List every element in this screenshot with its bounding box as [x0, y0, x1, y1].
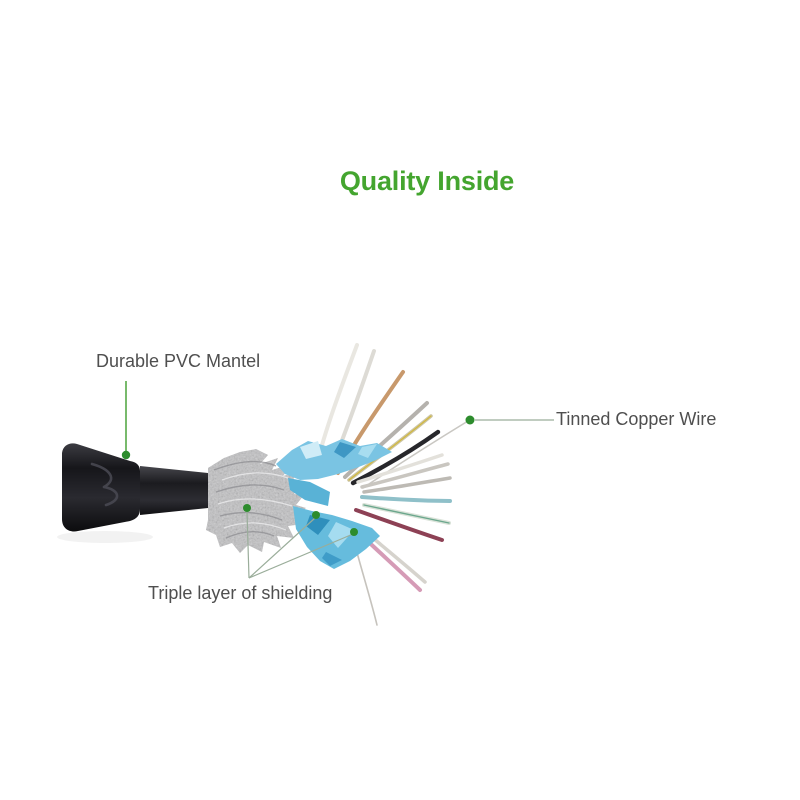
callout-dots	[121, 415, 475, 536]
connector-shadow	[57, 531, 153, 543]
wire-green-stripe	[363, 504, 450, 524]
wire-tinned-copper	[362, 420, 469, 489]
connector-highlight	[90, 462, 119, 507]
leader-line-shield-1	[246, 511, 250, 579]
connector-body	[62, 443, 140, 532]
dot-shield-braid	[243, 504, 251, 512]
callout-label-tinned-copper-wire: Tinned Copper Wire	[556, 409, 717, 429]
wire-white-3	[356, 453, 444, 484]
wire-gray-3	[362, 476, 452, 494]
dot-tinned-copper	[465, 415, 475, 425]
wire-gray-1	[343, 401, 429, 479]
wire-teal	[360, 495, 452, 503]
callout-leaders	[125, 381, 554, 579]
dot-shield-foil	[312, 511, 320, 519]
dot-pvc-mantel	[121, 450, 131, 460]
braided-shield	[206, 449, 306, 553]
wire-maroon	[354, 508, 444, 542]
page-title: Quality Inside	[339, 166, 515, 196]
foil-shield	[276, 439, 392, 569]
wire-gray-2	[360, 462, 450, 489]
callout-label-pvc-mantel: Durable PVC Mantel	[96, 351, 261, 371]
wire-black	[350, 429, 441, 486]
callout-label-triple-shielding: Triple layer of shielding	[148, 583, 333, 603]
leader-line-shield-2	[248, 517, 316, 579]
cable-boot	[140, 466, 218, 515]
leader-line-shield-3	[248, 533, 354, 579]
dot-shield-inner	[350, 528, 358, 536]
